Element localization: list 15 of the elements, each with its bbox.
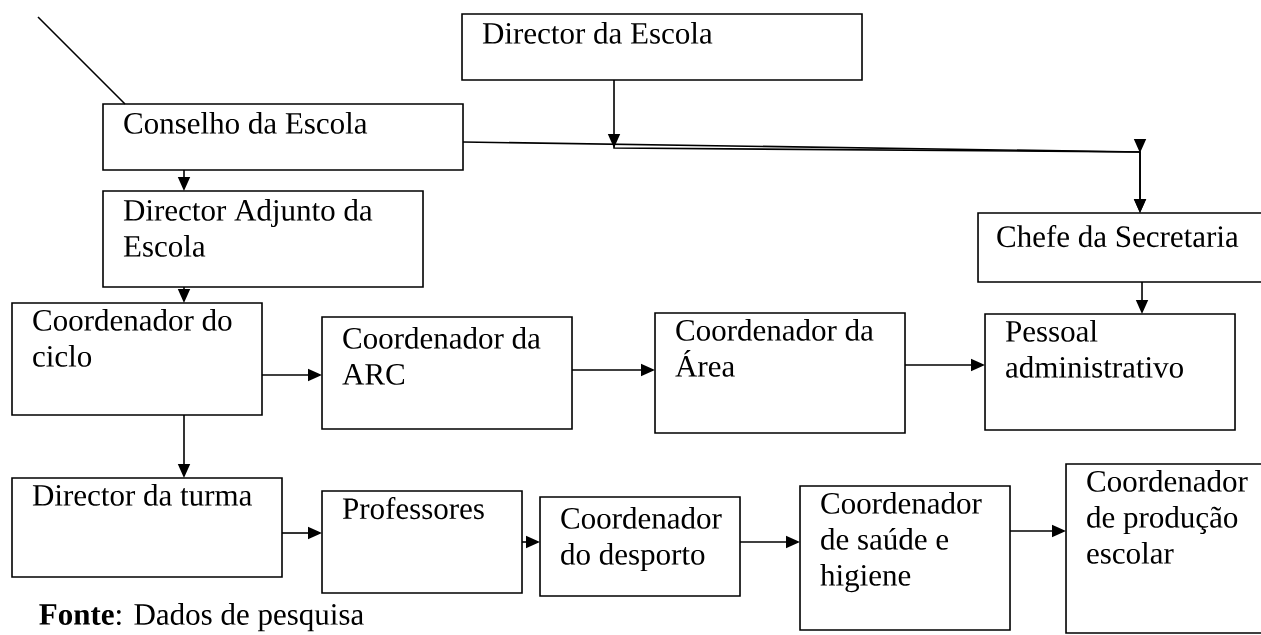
org-box: Director Adjunto da Escola xyxy=(102,190,424,288)
org-box: Coordenador do desporto xyxy=(539,496,741,597)
org-box: Director da Escola xyxy=(461,13,863,81)
org-box: Director da turma xyxy=(11,477,283,578)
org-box: Professores xyxy=(321,490,523,594)
org-box: Chefe da Secretaria xyxy=(977,212,1261,283)
org-box: Coordenador da Área xyxy=(654,312,906,434)
org-box: Coordenador do ciclo xyxy=(11,302,263,416)
connector-line xyxy=(37,16,126,105)
caption: Fonte: Dados de pesquisa xyxy=(39,603,364,632)
org-box: Pessoal administrativo xyxy=(984,313,1236,431)
org-box: Coordenador de saúde e higiene xyxy=(799,485,1011,631)
org-box: Coordenador da ARC xyxy=(321,316,573,430)
org-box: Conselho da Escola xyxy=(102,103,464,171)
org-box: Coordenador de produção escolar xyxy=(1065,463,1261,634)
